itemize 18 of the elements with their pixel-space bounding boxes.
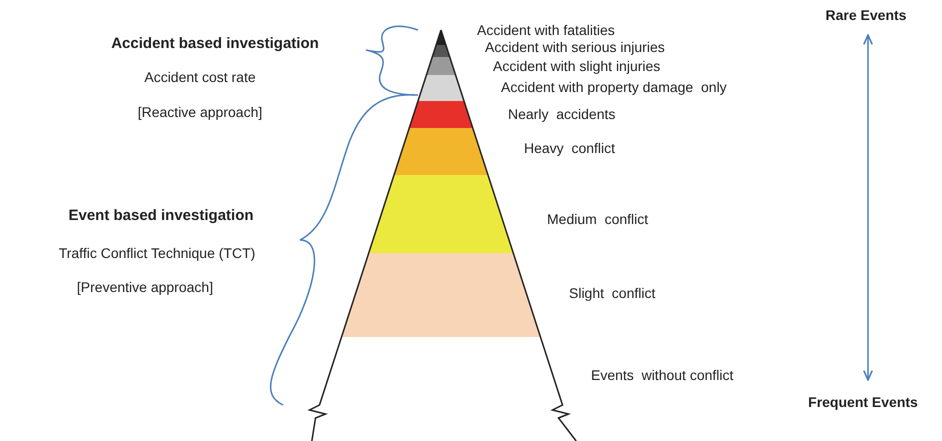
label-text: Heavy conflict <box>524 140 616 156</box>
scale-end-label: Frequent Events <box>808 394 918 410</box>
label-text: Events without conflict <box>591 367 734 383</box>
label-text: Traffic Conflict Technique (TCT) <box>58 245 256 261</box>
label-text: [Preventive approach] <box>76 279 214 295</box>
label-text: Accident with serious injuries <box>485 39 665 55</box>
double-arrow <box>863 34 873 381</box>
label-text: Medium conflict <box>547 211 648 227</box>
label-text: Nearly accidents <box>508 106 616 122</box>
label-text: [Reactive approach] <box>138 104 262 120</box>
scale-end-label: Rare Events <box>826 7 906 23</box>
label-text: Slight conflict <box>569 285 656 301</box>
label-text: Accident with slight injuries <box>493 58 660 74</box>
label-text: Accident cost rate <box>144 69 256 85</box>
heading-text: Event based investigation <box>68 208 254 224</box>
label-text: Accident with property damage only <box>501 79 727 95</box>
heading-text: Accident based investigation <box>111 36 319 52</box>
label-text: Accident with fatalities <box>477 22 615 38</box>
